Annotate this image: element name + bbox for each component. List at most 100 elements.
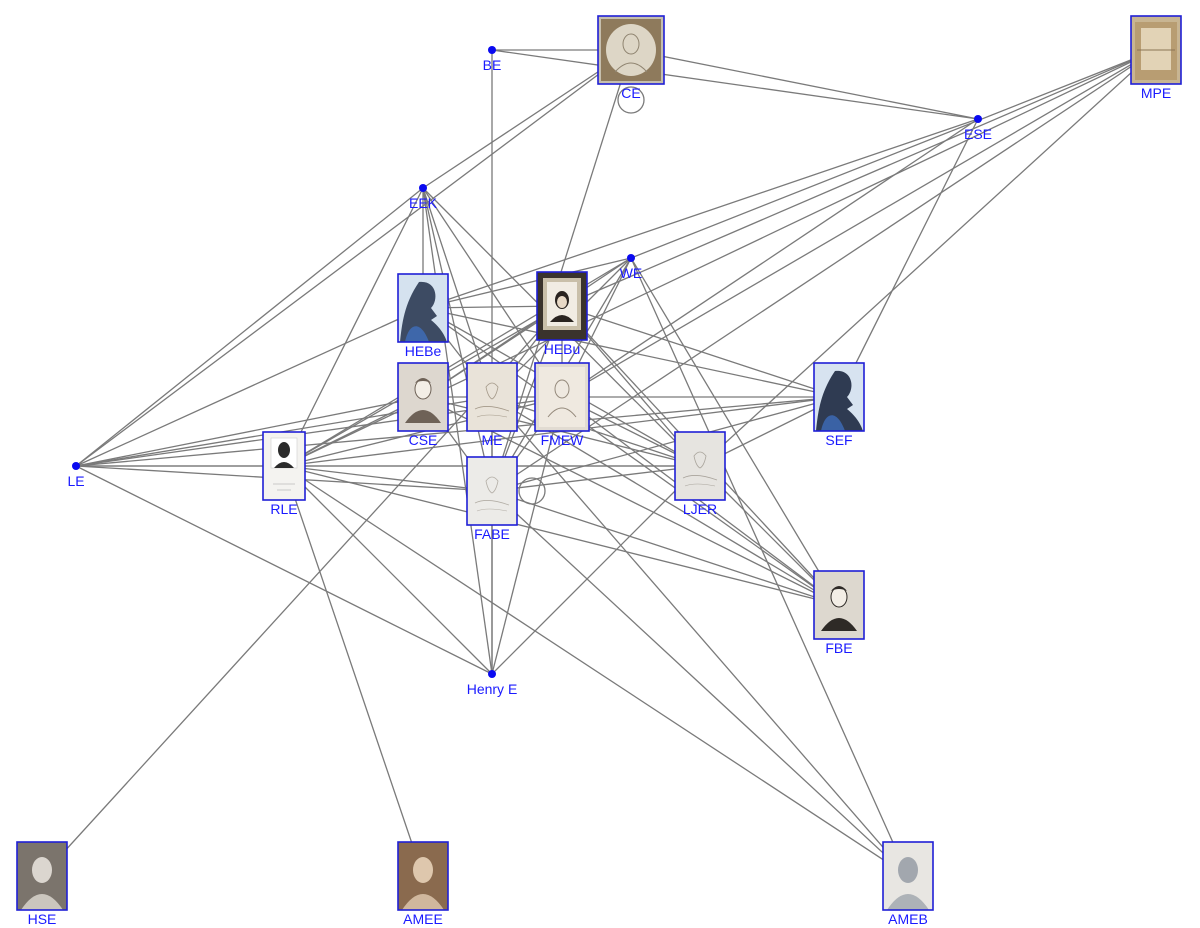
edge-fabe-fbe	[491, 490, 840, 606]
node-label: FBE	[825, 640, 852, 656]
node-label: FMEW	[541, 432, 585, 448]
edge-hebe-fbe	[422, 307, 840, 606]
node-we[interactable]: WE	[620, 254, 643, 281]
node-ese[interactable]: ESE	[964, 115, 992, 142]
node-label: CSE	[409, 432, 438, 448]
edge-me-ljer	[491, 396, 701, 467]
node-frame	[1130, 15, 1182, 85]
node-label: RLE	[270, 501, 297, 517]
node-thumbnail	[598, 16, 664, 84]
edge-sef-le	[75, 396, 840, 467]
node-label: HSE	[28, 911, 57, 927]
node-henry-e[interactable]: Henry E	[467, 670, 518, 697]
node-amee[interactable]: AMEE	[397, 841, 449, 927]
node-label: AMEE	[403, 911, 443, 927]
node-hse[interactable]: HSE	[16, 841, 68, 927]
edge-be-ese	[491, 49, 979, 120]
node-frame	[882, 841, 934, 911]
node-rle[interactable]: RLE	[262, 431, 306, 517]
edges-layer	[41, 49, 1157, 877]
edge-me-ameb	[491, 396, 909, 877]
edge-hebu-sef	[561, 305, 840, 398]
node-thumbnail	[883, 842, 933, 910]
node-frame	[674, 431, 726, 501]
node-label: LJER	[683, 501, 717, 517]
node-fmew[interactable]: FMEW	[534, 362, 590, 448]
node-ameb[interactable]: AMEB	[882, 841, 934, 927]
node-frame	[397, 841, 449, 911]
node-label: MPE	[1141, 85, 1171, 101]
node-hebe[interactable]: HEBe	[397, 273, 449, 359]
node-hebu[interactable]: HEBu	[536, 271, 588, 357]
node-thumbnail	[1131, 16, 1181, 84]
node-mpe[interactable]: MPE	[1130, 15, 1182, 101]
edge-ce-eek	[422, 49, 632, 189]
node-me[interactable]: ME	[466, 362, 518, 448]
edge-we-ameb	[630, 257, 909, 877]
node-le[interactable]: LE	[67, 462, 85, 489]
node-label: LE	[67, 473, 84, 489]
edge-ce-le	[75, 49, 632, 467]
node-frame	[397, 273, 449, 343]
edge-rle-fabe	[283, 465, 493, 492]
edge-eek-fmew	[422, 187, 563, 398]
node-label: SEF	[825, 432, 852, 448]
node-frame	[466, 456, 518, 526]
node-dot	[419, 184, 427, 192]
edge-we-hebe	[422, 257, 632, 309]
node-thumbnail	[17, 842, 67, 910]
node-frame	[466, 362, 518, 432]
node-thumbnail	[675, 432, 725, 500]
node-label: WE	[620, 265, 643, 281]
node-thumbnail	[467, 457, 517, 525]
node-fabe[interactable]: FABE	[466, 456, 518, 542]
edge-mpe-we	[630, 49, 1157, 259]
node-label: FABE	[474, 526, 510, 542]
edge-eek-le	[75, 187, 424, 467]
edge-le-henry-e	[75, 465, 493, 675]
node-frame	[813, 362, 865, 432]
edge-ese-hebe	[422, 118, 979, 309]
node-dot	[974, 115, 982, 123]
node-label: Henry E	[467, 681, 518, 697]
self-loop-fabe	[518, 477, 546, 505]
edge-rle-henry-e	[283, 465, 493, 675]
node-label: AMEB	[888, 911, 928, 927]
edge-fabe-ameb	[491, 490, 909, 877]
node-fbe[interactable]: FBE	[813, 570, 865, 656]
edge-rle-amee	[283, 465, 424, 877]
node-thumbnail	[398, 842, 448, 910]
node-thumbnail	[398, 363, 448, 431]
node-frame	[536, 271, 588, 341]
node-frame	[262, 431, 306, 501]
node-dot	[627, 254, 635, 262]
node-eek[interactable]: EEK	[409, 184, 438, 211]
node-ljer[interactable]: LJER	[674, 431, 726, 517]
node-be[interactable]: BE	[483, 46, 502, 73]
edge-sef-fabe	[491, 396, 840, 492]
node-frame	[397, 362, 449, 432]
node-label: HEBu	[544, 341, 581, 357]
node-thumbnail	[814, 571, 864, 639]
node-frame	[597, 15, 665, 85]
edge-fmew-henry-e	[491, 396, 563, 675]
edge-ce-ese	[630, 49, 979, 120]
node-thumbnail	[814, 363, 864, 431]
node-dot	[72, 462, 80, 470]
node-dot	[488, 670, 496, 678]
edge-rle-ameb	[283, 465, 909, 877]
node-label: ME	[482, 432, 503, 448]
self-loop-ce	[617, 86, 645, 114]
edge-eek-me	[422, 187, 493, 398]
node-sef[interactable]: SEF	[813, 362, 865, 448]
node-label: HEBe	[405, 343, 442, 359]
node-label: BE	[483, 57, 502, 73]
edge-mpe-hebu	[561, 49, 1157, 307]
node-frame	[534, 362, 590, 432]
node-ce[interactable]: CE	[597, 15, 665, 101]
node-cse[interactable]: CSE	[397, 362, 449, 448]
node-label: CE	[621, 85, 640, 101]
edge-cse-le	[75, 396, 424, 467]
